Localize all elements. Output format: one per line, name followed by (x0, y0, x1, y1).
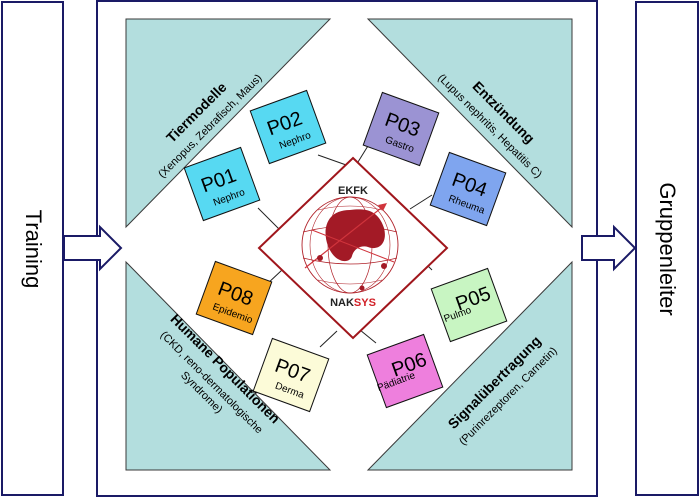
center-top-label: EKFK (338, 185, 368, 197)
quadrant-signaluebertragung (366, 260, 573, 471)
training-box: Training (1, 1, 64, 496)
center-bottom-suffix: SYS (354, 297, 376, 309)
project-box-p05: P05 Pulmo (430, 267, 508, 343)
center-bottom-label: NAKSYS (330, 297, 376, 309)
project-box-p02: P02 Nephro (249, 89, 327, 165)
kidney-globe-icon (301, 196, 399, 294)
project-box-p03: P03 Gastro (362, 91, 440, 167)
gruppenleiter-box: Gruppenleiter (635, 1, 699, 496)
project-box-p06: P06 Pädiatrie (366, 333, 444, 409)
project-box-p07: P07 Derma (252, 337, 330, 413)
quadrant-entzuendung (366, 18, 573, 229)
quadrant-tiermodelle (125, 18, 332, 229)
project-box-p07-fill (252, 337, 330, 413)
connector-p02 (317, 154, 350, 167)
arrow-to-gruppenleiter (581, 224, 637, 272)
connector-p04 (409, 194, 433, 210)
project-box-p01: P01 Nephro (183, 146, 261, 222)
center-bottom-prefix: NAK (330, 297, 354, 309)
project-box-p05-fill (430, 267, 508, 343)
connector-p07 (319, 330, 338, 348)
project-box-p06-fill (366, 333, 444, 409)
project-box-p04-fill (429, 151, 507, 227)
project-box-p04: P04 Rheuma (429, 151, 507, 227)
project-box-p08-fill (195, 260, 273, 336)
project-box-p03-fill (362, 91, 440, 167)
connector-p06 (359, 329, 377, 344)
quadrant-humane-populationen (125, 260, 332, 471)
project-box-p08: P08 Epidemio (195, 260, 273, 336)
arrow-training-in (63, 224, 123, 272)
project-box-p02-fill (249, 89, 327, 165)
project-box-p01-fill (183, 146, 261, 222)
